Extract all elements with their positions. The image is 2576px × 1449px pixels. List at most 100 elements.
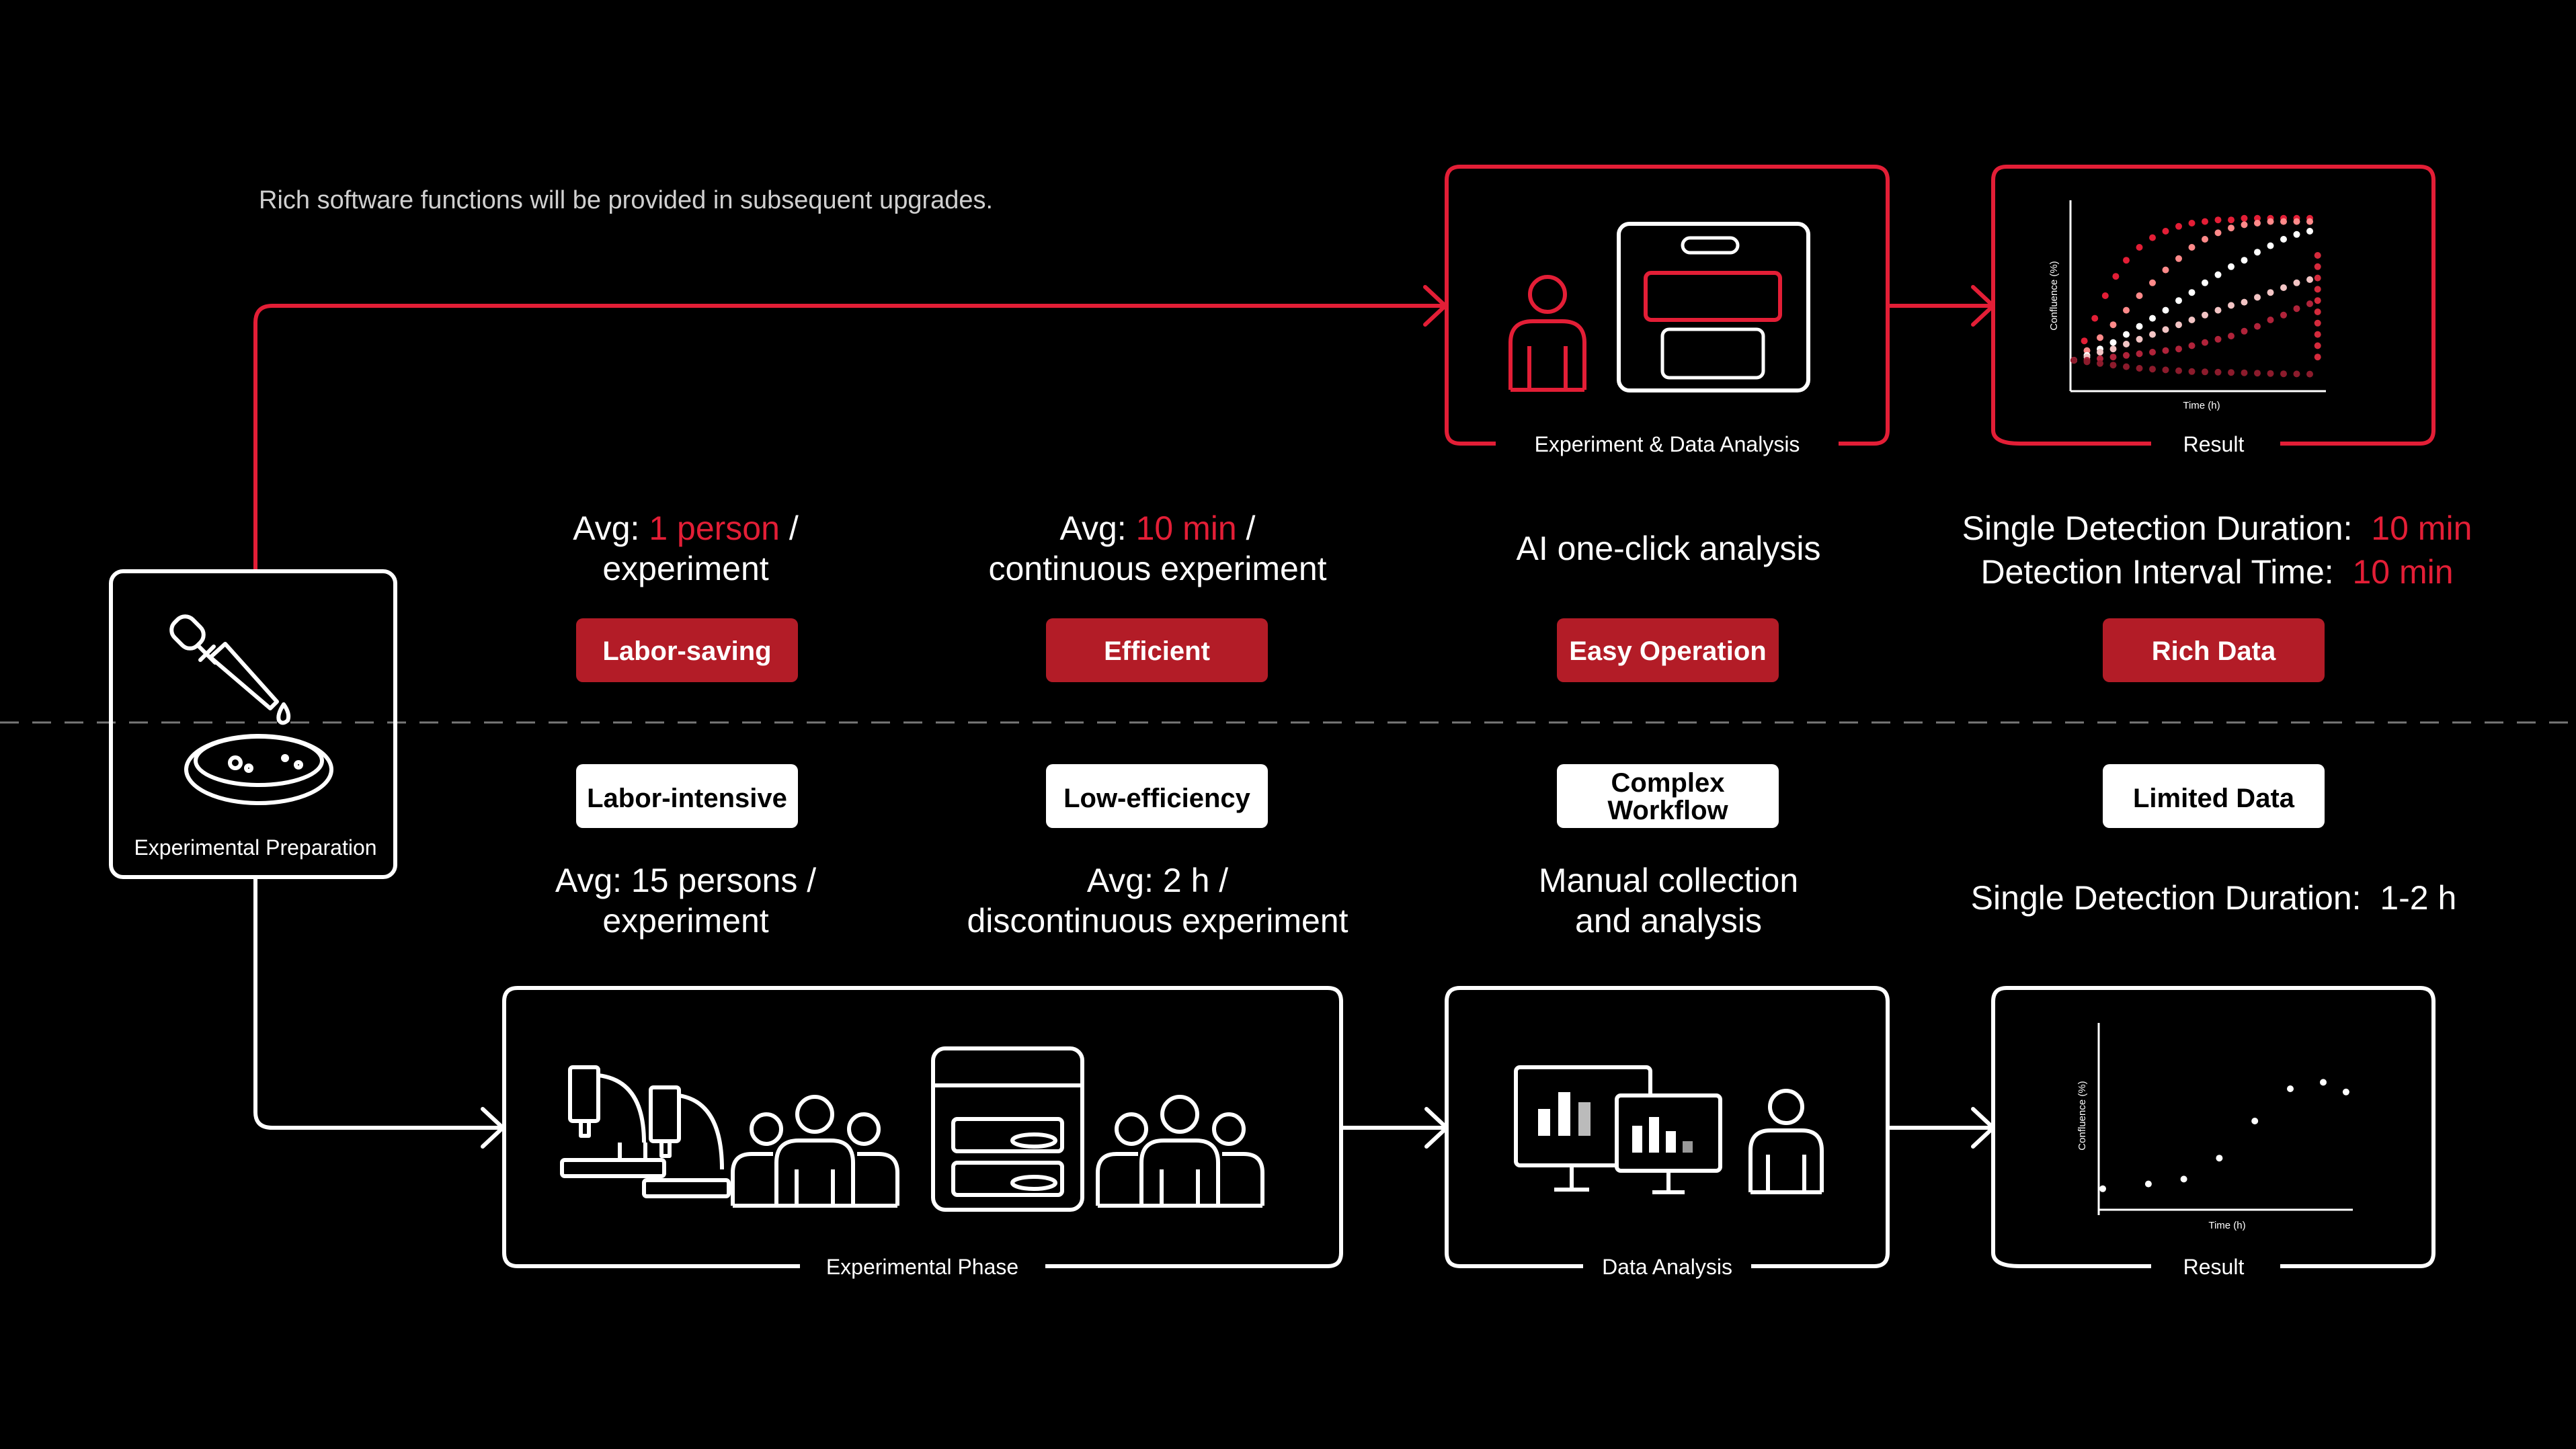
- data-point-s2-p15: [2267, 242, 2274, 249]
- data-point-s1-p4: [2123, 306, 2130, 314]
- top-exp-label: Experiment & Data Analysis: [1535, 432, 1800, 456]
- svg-text:Easy Operation: Easy Operation: [1569, 636, 1766, 666]
- data-point-s2-p14: [2254, 249, 2261, 256]
- upgrade-note: Rich software functions will be provided…: [259, 186, 993, 214]
- svg-text:Labor-saving: Labor-saving: [602, 636, 771, 666]
- data-point-s1-p12: [2228, 224, 2235, 232]
- data-point-s3-p14: [2254, 294, 2261, 301]
- data-point-s1-p15: [2267, 218, 2274, 225]
- bottom-result-label: Result: [2183, 1255, 2245, 1279]
- data-point-s1-p9: [2188, 244, 2196, 251]
- feature-detection-interval: Detection Interval Time: 10 min: [1980, 553, 2453, 591]
- data-point-s0-p4: [2112, 273, 2120, 280]
- data-point-s0-p3: [2216, 1155, 2223, 1162]
- top-result-box: Result Confluence (%) Time (h): [1991, 165, 2436, 456]
- data-point-s4-p12: [2228, 333, 2235, 339]
- data-point-s3-p7: [2162, 326, 2169, 333]
- data-point-s3-p18: [2306, 276, 2313, 283]
- data-point-s3-p5: [2136, 335, 2143, 343]
- data-point-s1-p3: [2109, 321, 2117, 329]
- data-point-s0-p13: [2228, 216, 2235, 224]
- data-point-s1-p5: [2136, 292, 2143, 299]
- labor-saving-badge: Labor-saving: [576, 618, 798, 682]
- data-point-s0-p11: [2202, 218, 2208, 225]
- data-point-s0-p8: [2162, 228, 2169, 235]
- data-point-s5-p9: [2188, 368, 2196, 375]
- data-point-s5-p11: [2214, 368, 2222, 376]
- data-point-s1-p6: [2149, 279, 2156, 286]
- data-point-s4-p17: [2293, 305, 2300, 313]
- feature-avg-time-line2: continuous experiment: [988, 550, 1326, 587]
- data-point-s1-p14: [2254, 220, 2261, 226]
- feature-avg-2h-line2: discontinuous experiment: [967, 902, 1349, 940]
- bottom-exp-label: Experimental Phase: [826, 1255, 1018, 1279]
- data-point-s5-p4: [2123, 363, 2130, 370]
- data-point-s2-p16: [2280, 236, 2287, 243]
- data-point-s4-p6: [2149, 349, 2156, 356]
- feature-avg-2h: Avg: 2 h /: [1087, 862, 1228, 899]
- bottom-result-box: Result Confluence (%) Time (h): [1991, 986, 2436, 1279]
- data-point-s4-p16: [2280, 311, 2287, 319]
- data-point-s6-p6: [2314, 319, 2321, 327]
- data-point-s2-p8: [2175, 297, 2182, 304]
- data-point-s1-p17: [2293, 218, 2300, 225]
- data-point-s1-p16: [2280, 218, 2287, 225]
- data-point-s3-p8: [2175, 321, 2182, 329]
- feature-avg-15-persons-line2: experiment: [602, 902, 768, 940]
- data-point-s0-p7: [2149, 234, 2156, 241]
- data-point-s1-p1: [2083, 347, 2091, 354]
- data-point-s2-p12: [2228, 263, 2235, 270]
- data-point-s3-p17: [2293, 279, 2300, 286]
- data-point-s1-p18: [2306, 218, 2313, 225]
- data-point-s0-p1: [2081, 337, 2088, 345]
- top-chart-xlabel: Time (h): [2183, 400, 2220, 411]
- data-point-s3-p4: [2123, 341, 2130, 347]
- data-point-s6-p2: [2314, 274, 2321, 282]
- rich-data-badge: Rich Data: [2103, 618, 2325, 682]
- data-point-s5-p3: [2109, 362, 2117, 369]
- data-point-s5-p1: [2083, 358, 2091, 366]
- data-point-s6-p3: [2314, 286, 2321, 293]
- svg-text:Efficient: Efficient: [1104, 636, 1210, 666]
- data-point-s2-p10: [2202, 279, 2208, 286]
- data-point-s6-p7: [2314, 331, 2321, 338]
- people-icon: [1096, 1095, 1264, 1208]
- data-point-s5-p5: [2136, 365, 2143, 372]
- data-point-s4-p10: [2202, 339, 2208, 346]
- data-point-s0-p6: [2136, 244, 2143, 251]
- top-experiment-box: Experiment & Data Analysis: [1445, 165, 1890, 456]
- data-point-s4-p4: [2123, 351, 2130, 359]
- feature-manual-collection-line2: and analysis: [1575, 902, 1762, 940]
- data-point-s0-p7: [2342, 1088, 2349, 1095]
- data-point-s3-p3: [2109, 345, 2117, 353]
- data-point-s5-p12: [2228, 369, 2235, 376]
- top-result-label: Result: [2183, 432, 2245, 456]
- data-point-s3-p10: [2202, 311, 2208, 319]
- microscope-icon: [560, 1065, 731, 1198]
- labor-intensive-badge: Labor-intensive: [576, 764, 798, 828]
- data-point-s4-p9: [2188, 342, 2196, 349]
- data-point-s4-p2: [2097, 355, 2103, 362]
- data-point-s2-p5: [2136, 323, 2143, 330]
- data-point-s4-p14: [2254, 323, 2261, 330]
- data-point-s6-p9: [2314, 354, 2321, 361]
- data-point-s4-p3: [2109, 354, 2117, 361]
- top-features: Avg: 1 person / experiment Labor-saving …: [573, 509, 2472, 682]
- person-icon: [1748, 1089, 1824, 1194]
- data-point-s0-p12: [2214, 216, 2222, 224]
- low-efficiency-badge: Low-efficiency: [1046, 764, 1268, 828]
- data-point-s4-p18: [2306, 300, 2313, 307]
- data-point-s2-p6: [2149, 315, 2156, 322]
- data-point-s6-p4: [2314, 297, 2321, 304]
- data-point-s0-p15: [2254, 214, 2261, 222]
- dropper-icon: [169, 614, 291, 725]
- data-point-s3-p11: [2214, 306, 2222, 314]
- data-point-s2-p9: [2188, 289, 2196, 296]
- data-point-s5-p15: [2267, 370, 2274, 377]
- data-point-s0-p3: [2101, 292, 2109, 299]
- data-point-s6-p5: [2314, 308, 2321, 315]
- data-point-s2-p4: [2123, 331, 2130, 338]
- data-point-s2-p18: [2306, 228, 2313, 235]
- prep-label: Experimental Preparation: [134, 835, 376, 860]
